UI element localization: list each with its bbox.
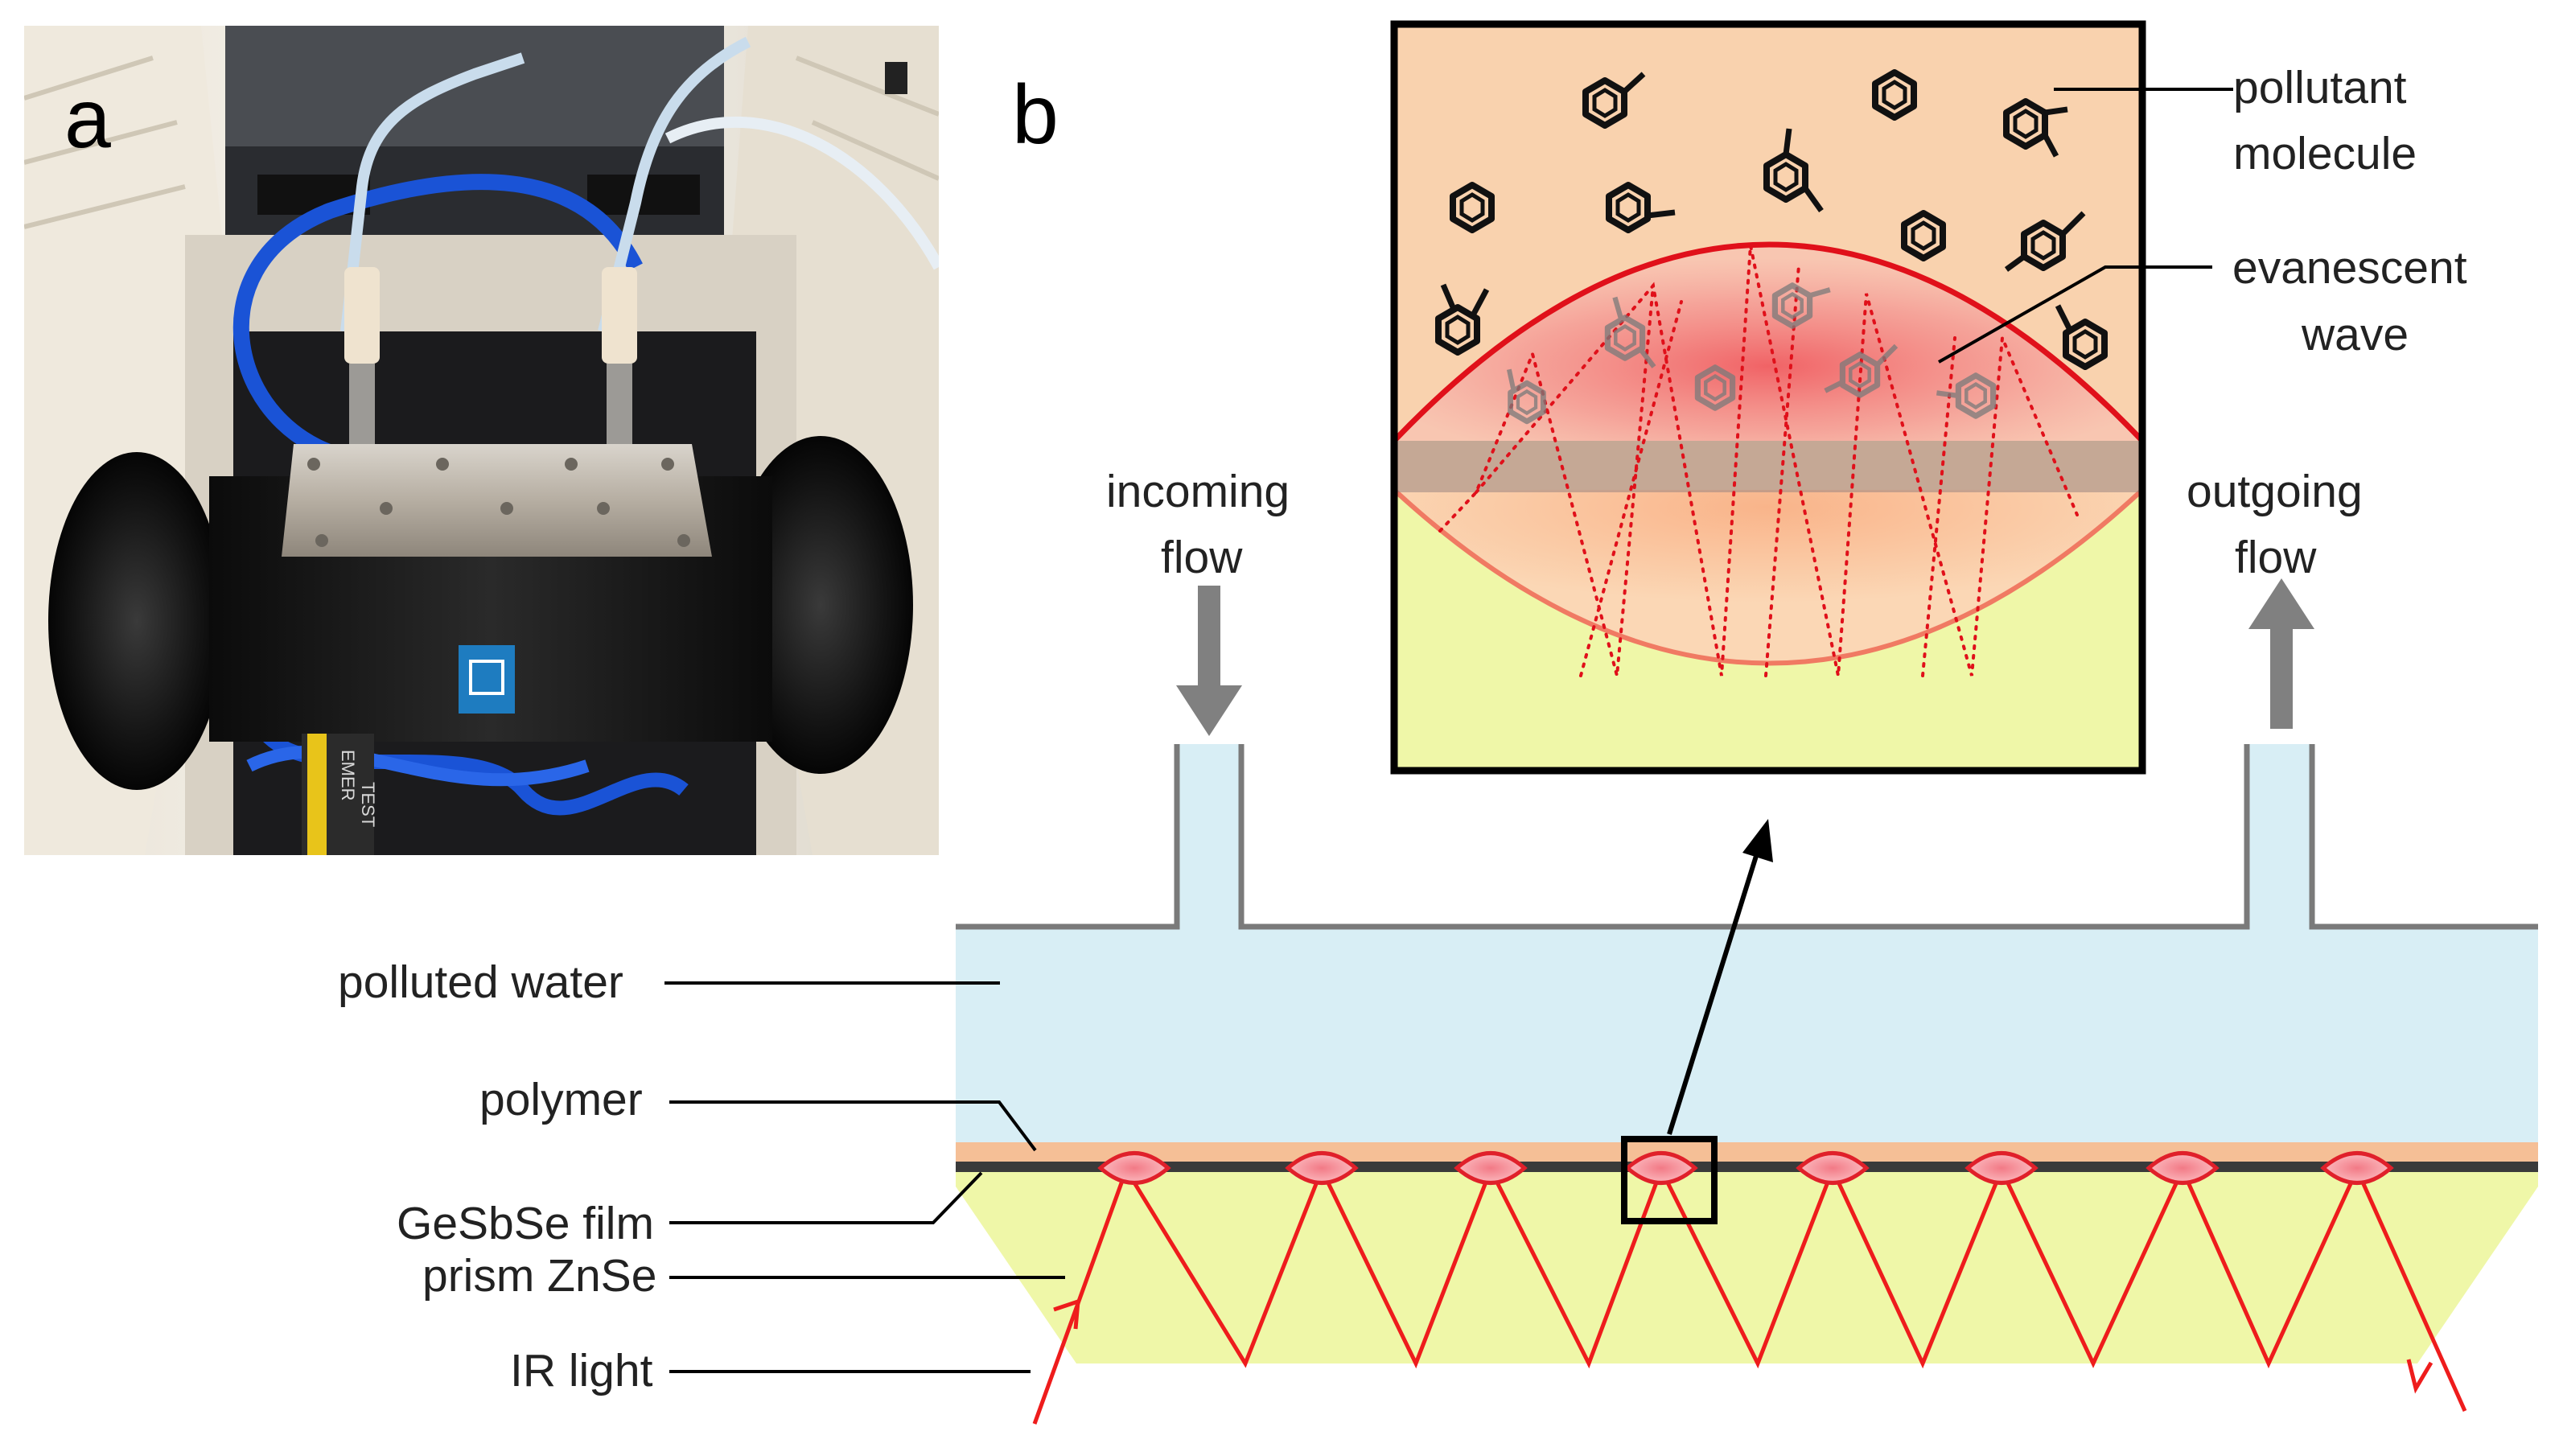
logo-badge: [459, 645, 515, 714]
leader-gesbse-film: [669, 1171, 983, 1224]
reflection-spot: [1624, 1151, 1698, 1185]
label-incoming-line2: flow: [1161, 532, 1243, 583]
zoom-arrow: [1667, 819, 1773, 1135]
fitting-2: [602, 267, 637, 364]
prism-znse: [956, 1172, 2538, 1363]
blue-tube: [232, 174, 643, 468]
ir-light-path: [1032, 1164, 2467, 1425]
cell-tag-text-1: EMER: [338, 750, 358, 801]
white-tube-1: [340, 52, 525, 332]
label-outgoing-line1: outgoing: [2187, 466, 2363, 517]
reflection-spot: [1965, 1151, 2039, 1185]
label-outgoing-line2: flow: [2235, 532, 2317, 583]
molecule: [1609, 185, 1676, 230]
pollutant-molecules: [1438, 72, 2104, 367]
molecule: [1586, 72, 1646, 125]
photo-graphic: EMER TEST: [24, 26, 939, 855]
white-tube-2: [598, 36, 751, 333]
molecule: [1824, 343, 1899, 395]
cell-outline: [956, 744, 2538, 930]
fitting-1: [344, 267, 380, 364]
zoom-prism: [1394, 490, 2142, 771]
adsorbed-molecules: [1506, 286, 1993, 422]
zoom-frame: [1390, 20, 2146, 775]
label-ir-light: IR light: [510, 1345, 653, 1396]
molecule: [1607, 296, 1656, 368]
drum-right: [728, 436, 913, 774]
polymer-layer: [956, 1142, 2538, 1162]
leader-polymer: [669, 1100, 1037, 1152]
zoom-inset: [1394, 24, 2142, 771]
label-pollutant-line1: pollutant: [2233, 62, 2407, 113]
label-polluted-water: polluted water: [338, 956, 623, 1008]
panel-label-b: b: [1012, 68, 1059, 162]
label-incoming-line1: incoming: [1106, 466, 1290, 517]
metal-plate: [282, 444, 712, 557]
reflection-spot: [2146, 1151, 2220, 1185]
molecule: [1767, 128, 1824, 213]
label-prism-znse: prism ZnSe: [422, 1250, 656, 1302]
flow-cell: [956, 744, 2538, 1363]
drum-left: [48, 452, 225, 790]
molecule: [2004, 211, 2086, 272]
molecule: [1506, 368, 1544, 422]
label-pollutant-line2: molecule: [2233, 128, 2417, 179]
leader-evanescent: [1938, 265, 2212, 364]
label-evanescent-line1: evanescent: [2232, 242, 2467, 294]
outgoing-flow-arrow: [2248, 578, 2314, 729]
zoom-selection-box: [1621, 1136, 1718, 1224]
molecule: [2055, 304, 2104, 367]
gesbse-film-layer: [956, 1162, 2538, 1172]
label-evanescent-line2: wave: [2301, 309, 2409, 360]
reflection-spot: [1454, 1151, 1528, 1185]
evanescent-wave-curve: [1394, 241, 2142, 443]
molecule: [1775, 286, 1831, 326]
reflection-spot: [1285, 1151, 1359, 1185]
reflection-spot: [2320, 1151, 2394, 1185]
molecule: [2006, 101, 2068, 158]
cell-tag-text-2: TEST: [358, 782, 378, 827]
water-region: [956, 744, 2538, 1142]
reflection-spot: [1796, 1151, 1870, 1185]
incoming-flow-arrow: [1176, 586, 1242, 736]
photo-atr-cell: EMER TEST: [24, 26, 939, 855]
reflection-spot: [1097, 1151, 1171, 1185]
zoom-film-band: [1394, 441, 2142, 492]
molecule: [1936, 376, 1993, 416]
reflection-spots: [1097, 1151, 2394, 1185]
ir-beam: [1032, 1164, 2467, 1425]
panel-label-a: a: [64, 72, 111, 166]
ir-arrow-in: [1053, 1298, 1080, 1330]
ir-arrow-out: [2406, 1359, 2434, 1394]
molecule: [1438, 283, 1490, 352]
label-gesbse-film: GeSbSe film: [397, 1198, 654, 1249]
label-polymer: polymer: [479, 1074, 643, 1125]
